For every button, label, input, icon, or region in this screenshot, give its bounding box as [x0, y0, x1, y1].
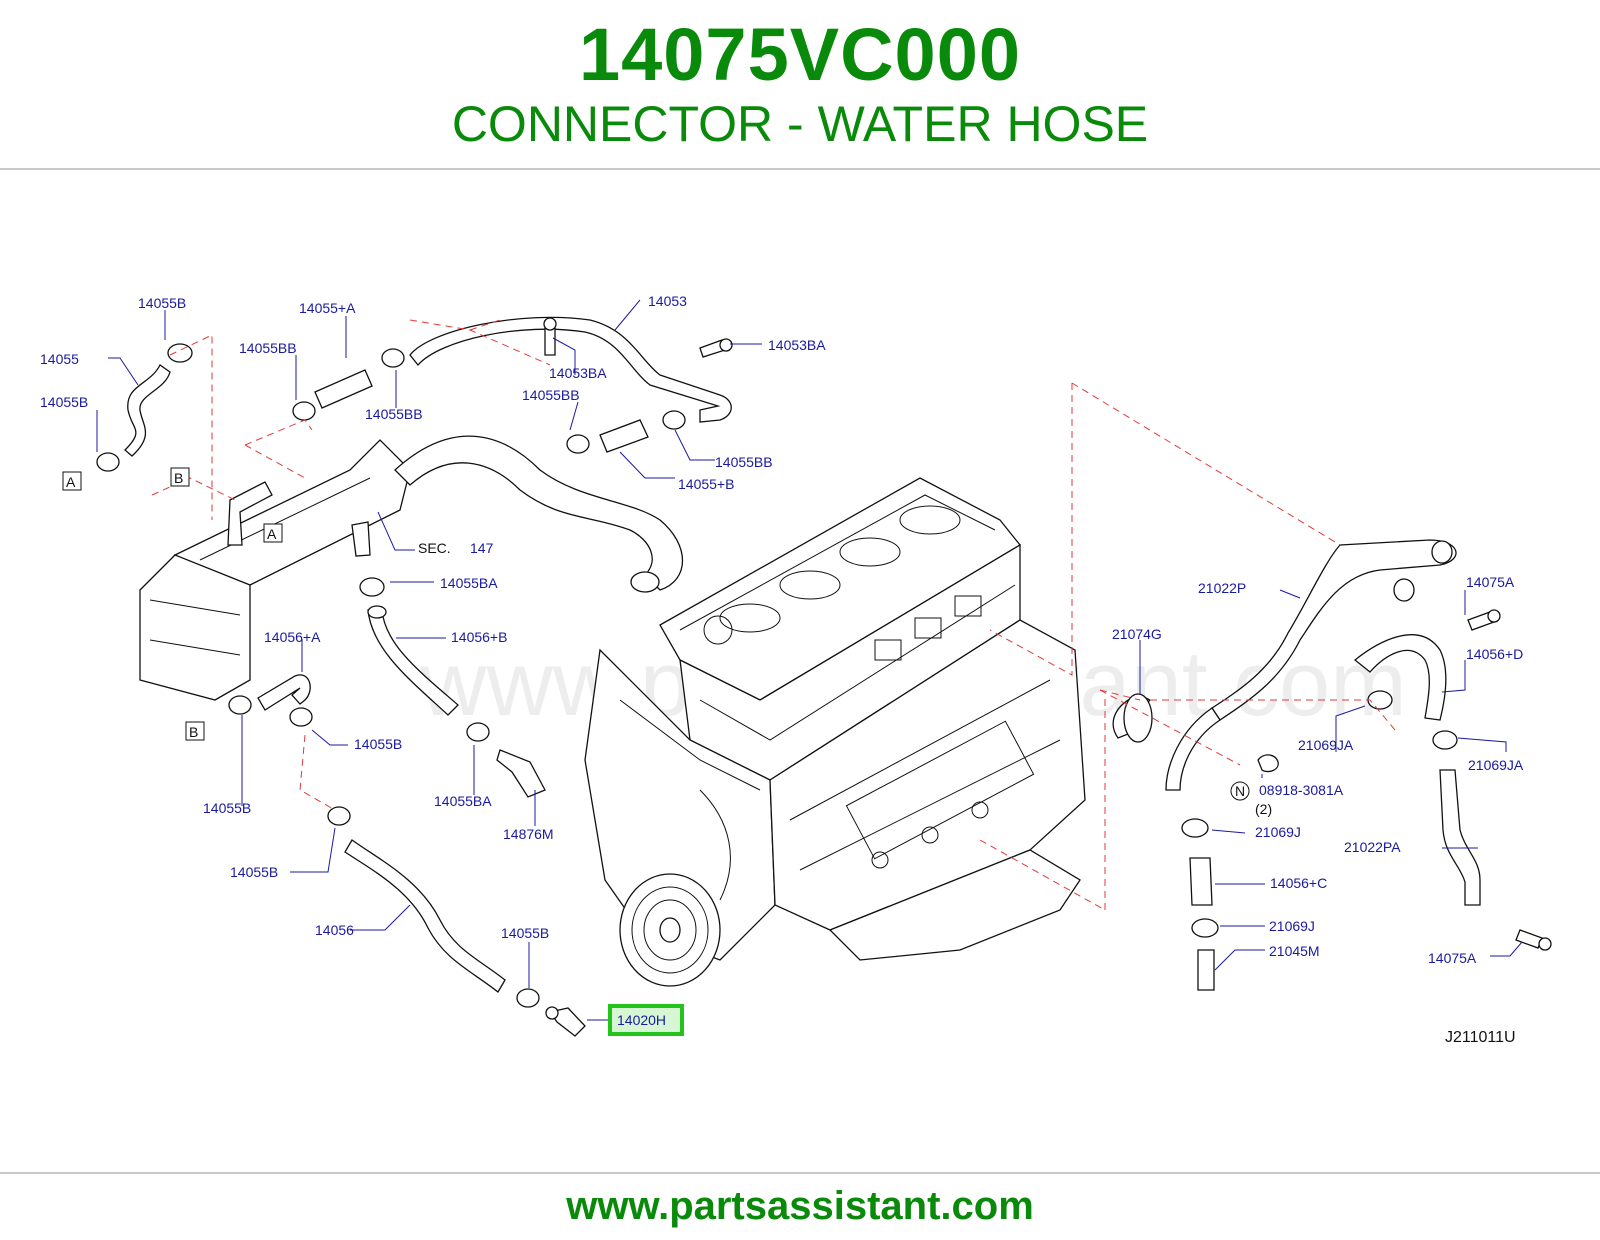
callout-14056-c[interactable]: 14056+C: [1270, 875, 1327, 891]
callout-14055bb[interactable]: 14055BB: [239, 340, 297, 356]
callout-14055ba[interactable]: 14055BA: [440, 575, 498, 591]
callout-14055b[interactable]: 14055B: [40, 394, 88, 410]
footer-divider: [0, 1172, 1600, 1174]
callout-21022pa[interactable]: 21022PA: [1344, 839, 1401, 855]
leader-lines: [96, 299, 1523, 1021]
ref-mark-b-1: B: [170, 467, 190, 487]
egr-cooler-drawing: [139, 435, 683, 701]
svg-text:B: B: [174, 470, 183, 486]
callout-14055b[interactable]: 14055B: [138, 295, 186, 311]
ref-mark-a-1: A: [62, 471, 82, 491]
callout-14020h[interactable]: 14020H: [617, 1012, 666, 1028]
right-pipe-drawings: [1112, 539, 1552, 991]
callout-14055bb[interactable]: 14055BB: [715, 454, 773, 470]
callout-14055bb[interactable]: 14055BB: [365, 406, 423, 422]
sec-number[interactable]: 147: [470, 540, 494, 556]
callout-14055b[interactable]: 14055B: [354, 736, 402, 752]
callout-21045m[interactable]: 21045M: [1269, 943, 1320, 959]
svg-text:A: A: [66, 474, 76, 490]
callout-14053[interactable]: 14053: [648, 293, 687, 309]
svg-text:B: B: [189, 724, 198, 740]
callout-21074g[interactable]: 21074G: [1112, 626, 1162, 642]
callout-21069j[interactable]: 21069J: [1269, 918, 1315, 934]
header-divider: [0, 168, 1600, 170]
hose-and-clamp-drawings: [96, 316, 733, 1037]
sec-label: SEC.: [418, 540, 451, 556]
callout-14056-b[interactable]: 14056+B: [451, 629, 507, 645]
alignment-dashed-lines: [151, 319, 1396, 911]
callout-14055-a[interactable]: 14055+A: [299, 300, 356, 316]
callout-14075a[interactable]: 14075A: [1428, 950, 1477, 966]
callout-14056-a[interactable]: 14056+A: [264, 629, 321, 645]
callout-21022p[interactable]: 21022P: [1198, 580, 1246, 596]
callout-14055b[interactable]: 14055B: [230, 864, 278, 880]
callout-14075a[interactable]: 14075A: [1466, 574, 1515, 590]
ref-mark-a-2: A: [263, 523, 283, 543]
quantity-note: (2): [1255, 801, 1272, 817]
callout-14055-b[interactable]: 14055+B: [678, 476, 734, 492]
callout-14055ba[interactable]: 14055BA: [434, 793, 492, 809]
engine-block-drawing: [584, 477, 1086, 987]
drawing-code: J211011U: [1445, 1029, 1516, 1046]
callout-14053ba[interactable]: 14053BA: [768, 337, 826, 353]
parts-diagram: www.partsassistant.com: [0, 172, 1600, 1170]
callout-08918-3081a[interactable]: 08918-3081A: [1259, 782, 1344, 798]
callout-14056-d[interactable]: 14056+D: [1466, 646, 1523, 662]
callout-14876m[interactable]: 14876M: [503, 826, 554, 842]
callout-14055bb[interactable]: 14055BB: [522, 387, 580, 403]
callout-14056[interactable]: 14056: [315, 922, 354, 938]
callout-14055b[interactable]: 14055B: [203, 800, 251, 816]
part-number-title: 14075VC000: [578, 13, 1022, 96]
part-name-subtitle: CONNECTOR - WATER HOSE: [451, 96, 1149, 152]
footer-website[interactable]: www.partsassistant.com: [566, 1184, 1034, 1228]
highlighted-part-box: [608, 1004, 684, 1036]
callout-14055[interactable]: 14055: [40, 351, 79, 367]
callout-21069ja[interactable]: 21069JA: [1298, 737, 1354, 753]
svg-text:A: A: [267, 526, 277, 542]
callout-14053ba[interactable]: 14053BA: [549, 365, 607, 381]
callout-14055b[interactable]: 14055B: [501, 925, 549, 941]
ref-mark-b-2: B: [185, 721, 205, 741]
n-mark-label: N: [1235, 783, 1245, 799]
callout-21069ja[interactable]: 21069JA: [1468, 757, 1524, 773]
callout-21069j[interactable]: 21069J: [1255, 824, 1301, 840]
page-header: 14075VC000 CONNECTOR - WATER HOSE: [0, 0, 1600, 170]
n-mark-circle: [1230, 781, 1250, 801]
